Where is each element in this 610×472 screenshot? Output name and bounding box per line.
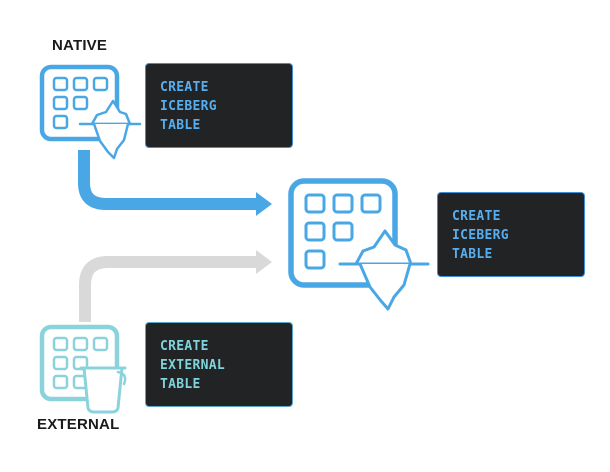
native-create-iceberg-box: CREATE ICEBERG TABLE [145,63,293,148]
result-table-iceberg-icon [288,178,430,311]
native-box-line-1: CREATE [160,80,209,95]
external-box-line-2: EXTERNAL [160,358,226,373]
external-create-table-box: CREATE EXTERNAL TABLE [145,322,293,407]
external-label: EXTERNAL [37,416,120,433]
native-to-iceberg-arrow [78,150,272,216]
native-table-iceberg-icon [39,64,142,160]
native-box-line-2: ICEBERG [160,99,217,114]
result-box-line-3: TABLE [452,247,493,262]
external-to-iceberg-arrow [79,250,272,322]
result-box-line-1: CREATE [452,209,501,224]
result-box-line-2: ICEBERG [452,228,509,243]
native-label: NATIVE [52,37,108,54]
external-table-bucket-icon [39,324,127,414]
external-box-line-1: CREATE [160,339,209,354]
external-box-line-3: TABLE [160,377,201,392]
result-create-iceberg-box: CREATE ICEBERG TABLE [437,192,585,277]
native-box-line-3: TABLE [160,118,201,133]
